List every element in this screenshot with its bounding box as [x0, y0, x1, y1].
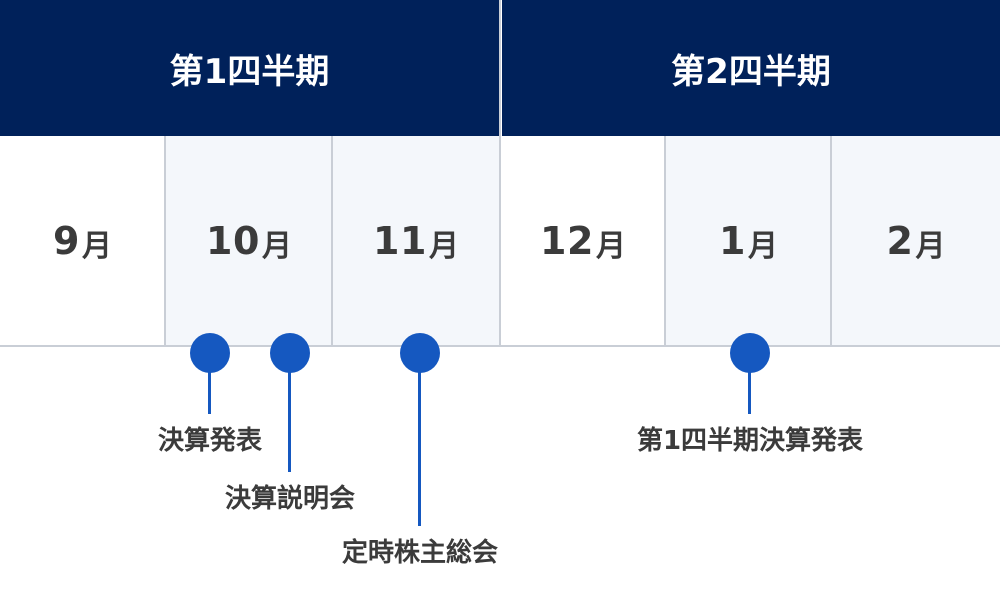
month-unit: 月: [747, 228, 778, 264]
month-divider: [664, 136, 666, 347]
month-number: 10: [206, 218, 260, 263]
month-divider: [830, 136, 832, 347]
month-number: 9: [53, 218, 80, 263]
event-stem: [748, 370, 751, 414]
quarter-header-q2: 第2四半期: [502, 0, 1000, 136]
month-number: 12: [540, 218, 594, 263]
quarter-divider: [499, 0, 501, 347]
event-stem: [208, 370, 211, 414]
month-number: 1: [719, 218, 746, 263]
quarter-header-q1: 第1四半期: [0, 0, 499, 136]
event-label-q1-earnings-release: 第1四半期決算発表: [636, 426, 864, 456]
event-marker-earnings-briefing: [270, 333, 310, 373]
month-unit: 月: [261, 228, 292, 264]
event-label-earnings-release: 決算発表: [157, 426, 263, 456]
month-number: 11: [373, 218, 427, 263]
event-marker-q1-earnings-release: [730, 333, 770, 373]
event-label-earnings-briefing: 決算説明会: [224, 484, 356, 514]
month-unit: 月: [915, 228, 946, 264]
month-unit: 月: [81, 228, 112, 264]
event-marker-earnings-release: [190, 333, 230, 373]
event-stem: [418, 370, 421, 526]
month-unit: 月: [428, 228, 459, 264]
event-stem: [288, 370, 291, 472]
quarter-label: 第2四半期: [671, 51, 831, 92]
quarter-label: 第1四半期: [169, 51, 330, 92]
event-label-shareholders-meeting: 定時株主総会: [341, 538, 499, 568]
month-number: 2: [886, 218, 914, 263]
month-divider: [164, 136, 166, 347]
event-marker-shareholders-meeting: [400, 333, 440, 373]
month-divider: [331, 136, 333, 347]
month-unit: 月: [595, 228, 626, 264]
